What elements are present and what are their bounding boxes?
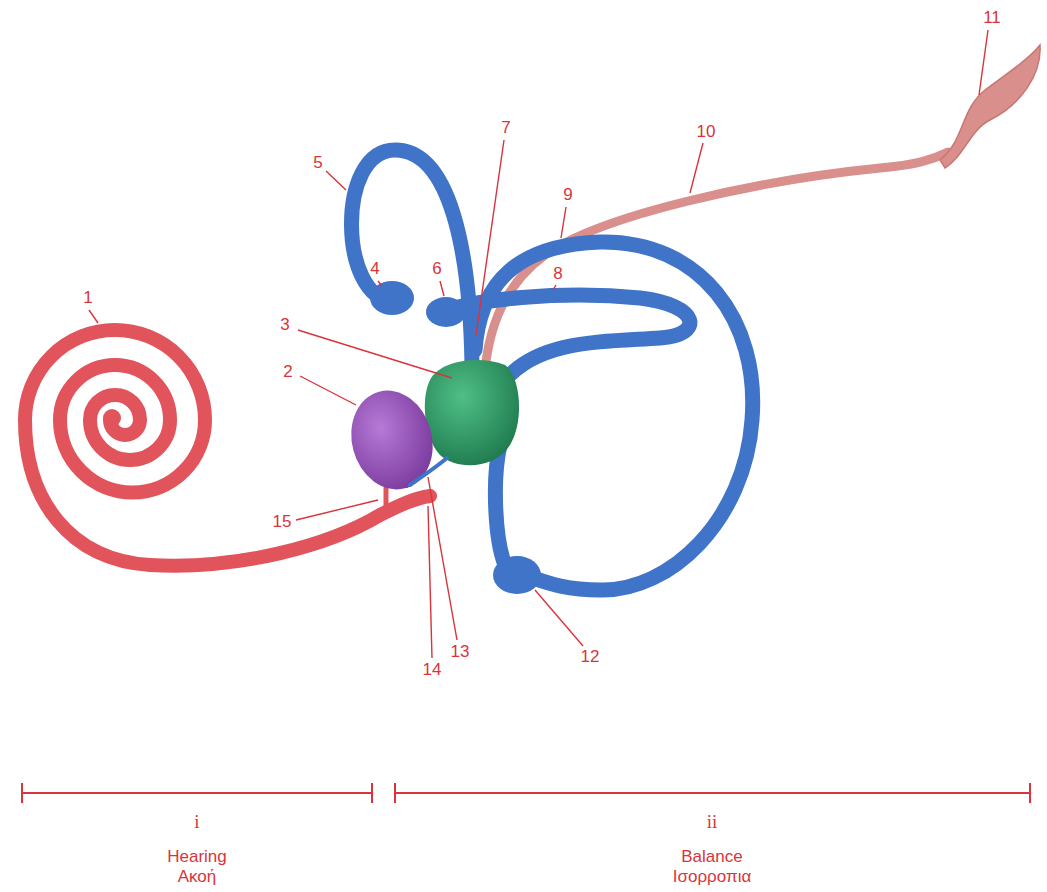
callout-number: 8 xyxy=(553,265,562,284)
section-label: Ισορροπια xyxy=(673,868,752,887)
section-bracket xyxy=(1029,783,1031,803)
posterior-ampulla xyxy=(493,556,541,594)
section-bracket xyxy=(21,783,23,803)
leader-line xyxy=(561,207,566,238)
leader-line xyxy=(535,590,583,646)
ductus-reuniens xyxy=(384,488,389,508)
section-numeral: ii xyxy=(707,812,718,833)
callout-number: 3 xyxy=(280,316,289,335)
leader-line xyxy=(378,281,382,286)
callout-number: 15 xyxy=(273,513,292,532)
callout-number: 11 xyxy=(983,9,1001,28)
callout-number: 4 xyxy=(370,260,379,279)
leader-line xyxy=(300,376,356,405)
callout-number: 2 xyxy=(283,363,292,382)
endolymphatic-sac xyxy=(940,45,1040,168)
callout-number: 6 xyxy=(432,260,441,279)
anterior-canal xyxy=(351,150,472,365)
leader-line xyxy=(553,285,556,290)
leader-line xyxy=(326,171,346,190)
leader-line xyxy=(428,477,457,640)
callout-number: 7 xyxy=(501,119,510,138)
utricle xyxy=(425,360,519,465)
callout-number: 5 xyxy=(313,154,322,173)
callout-number: 1 xyxy=(83,289,92,308)
callout-number: 10 xyxy=(697,123,716,142)
section-bracket xyxy=(22,792,372,794)
section-label: Balance xyxy=(681,848,742,867)
section-numeral: i xyxy=(194,812,199,833)
posterior-canal-base xyxy=(495,445,505,565)
callout-number: 9 xyxy=(563,186,572,205)
section-bracket xyxy=(395,792,1030,794)
callout-number: 14 xyxy=(423,661,442,680)
leader-line xyxy=(298,330,452,378)
leader-line xyxy=(979,30,988,95)
leader-line xyxy=(296,500,378,520)
leader-line xyxy=(440,281,444,296)
leader-line xyxy=(690,143,703,193)
callout-number: 13 xyxy=(451,643,470,662)
cochlea-apex xyxy=(103,409,121,427)
leader-line xyxy=(89,310,98,323)
section-label: Ακοή xyxy=(178,868,217,887)
section-bracket xyxy=(371,783,373,803)
section-bracket xyxy=(394,783,396,803)
leader-line xyxy=(476,140,504,335)
endolymphatic-duct xyxy=(485,152,948,370)
callout-number: 12 xyxy=(581,648,600,667)
lateral-ampulla xyxy=(426,297,466,327)
section-label: Hearing xyxy=(167,848,227,867)
anterior-ampulla xyxy=(370,281,414,315)
leader-line xyxy=(428,506,432,658)
